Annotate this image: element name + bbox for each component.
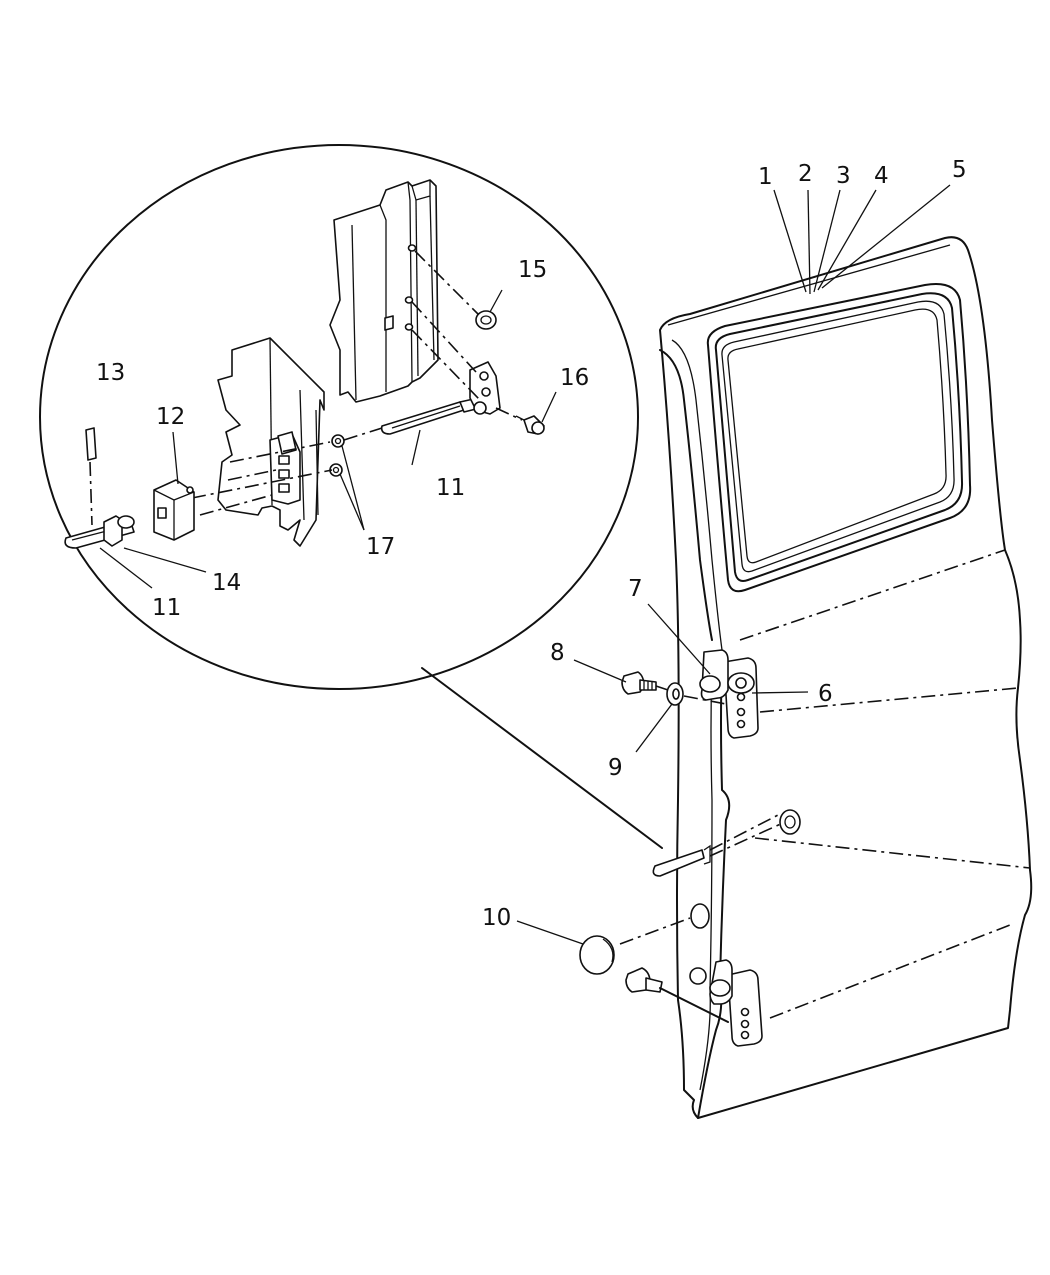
- callout-labels: 1 2 3 4 5 6 7 8 9 10 11 11 12 13 14 15 1…: [96, 157, 967, 931]
- check-link-upper: [380, 397, 481, 435]
- strap-hinge-plate: [269, 431, 301, 505]
- upper-hinge: [699, 649, 759, 739]
- link-bracket: [469, 361, 501, 415]
- door-panel: [659, 236, 1033, 1119]
- callout-3: 3: [836, 163, 851, 189]
- pillar-channel: [329, 179, 439, 403]
- washer: [666, 682, 684, 706]
- stop-block: [153, 479, 195, 541]
- plug-15: [475, 310, 497, 330]
- callout-13: 13: [96, 360, 125, 386]
- callout-9: 9: [608, 755, 623, 781]
- callout-12: 12: [156, 404, 185, 430]
- lower-hinge-bolt: [625, 967, 663, 993]
- detail-leader-line: [421, 667, 663, 849]
- callout-2: 2: [798, 161, 813, 187]
- callout-7: 7: [628, 576, 643, 602]
- callout-11-upper: 11: [436, 475, 465, 501]
- callout-6: 6: [818, 681, 833, 707]
- callout-17: 17: [366, 534, 395, 560]
- nuts: [329, 434, 345, 477]
- callout-5: 5: [952, 157, 967, 183]
- check-strap: [652, 809, 801, 877]
- callout-1: 1: [758, 164, 773, 190]
- callout-11-lower: 11: [152, 595, 181, 621]
- callout-4: 4: [874, 163, 889, 189]
- screw-16: [515, 415, 545, 435]
- callout-16: 16: [560, 365, 589, 391]
- callout-10: 10: [482, 905, 511, 931]
- pin-13: [85, 427, 97, 461]
- lower-hinge: [689, 959, 763, 1047]
- detail-view-ellipse: [39, 144, 639, 690]
- hole-plug: [579, 935, 615, 975]
- callout-14: 14: [212, 570, 241, 596]
- callout-8: 8: [550, 640, 565, 666]
- window-glass: [706, 283, 972, 593]
- leader-lines: [99, 184, 951, 945]
- callout-15: 15: [518, 257, 547, 283]
- check-link-lower: [64, 515, 135, 549]
- access-hole: [690, 903, 710, 929]
- hinge-bolt: [621, 671, 657, 695]
